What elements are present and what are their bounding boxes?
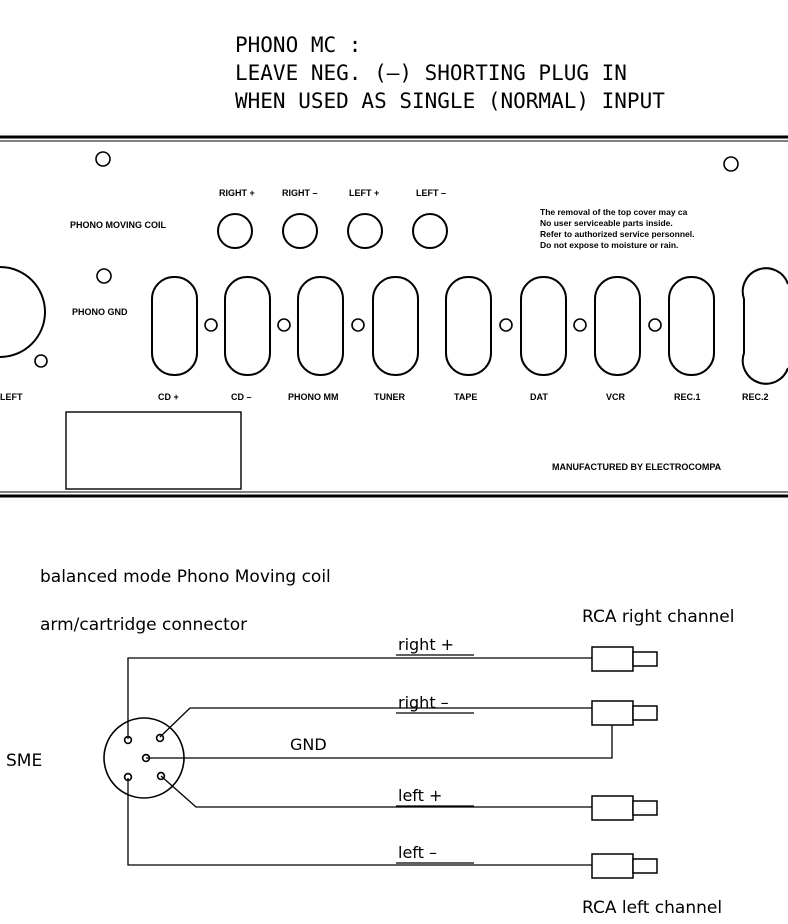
warning-line-3: Refer to authorized service personnel. bbox=[540, 229, 694, 239]
input-jack-cd-minus bbox=[224, 276, 271, 376]
header-line-3: WHEN USED AS SINGLE (NORMAL) INPUT bbox=[235, 89, 665, 113]
input-label-dat: DAT bbox=[530, 392, 548, 402]
input-label-rec2: REC.2 bbox=[742, 392, 769, 402]
mc-terminal-right-plus bbox=[217, 213, 253, 249]
sme-pin-gnd bbox=[141, 753, 151, 763]
wiring-title-2: arm/cartridge connector bbox=[40, 615, 247, 635]
rca-plug-right-2 bbox=[591, 700, 658, 726]
input-label-rec1: REC.1 bbox=[674, 392, 701, 402]
input-jack-tuner bbox=[372, 276, 419, 376]
wire-label-left-plus: left + bbox=[398, 786, 442, 805]
manufacturer-label: MANUFACTURED BY ELECTROCOMPA bbox=[552, 462, 722, 472]
rca-plug-right-1 bbox=[591, 646, 658, 672]
input-jack-vcr bbox=[594, 276, 641, 376]
mc-terminal-right-minus bbox=[282, 213, 318, 249]
phono-moving-coil-label: PHONO MOVING COIL bbox=[70, 220, 167, 230]
mc-label-right-plus: RIGHT + bbox=[219, 188, 255, 198]
wire-label-right-minus: right – bbox=[398, 693, 449, 712]
wire-label-right-plus: right + bbox=[398, 635, 454, 654]
wiring-lines bbox=[127, 654, 613, 866]
mc-label-left-plus: LEFT + bbox=[349, 188, 379, 198]
mounting-hole bbox=[95, 151, 111, 167]
input-label-tape: TAPE bbox=[454, 392, 477, 402]
rca-plug-left-1 bbox=[591, 795, 658, 821]
input-jack-rec2 bbox=[741, 267, 788, 385]
label-plate bbox=[65, 411, 242, 490]
rca-right-label: RCA right channel bbox=[582, 607, 735, 627]
rca-left-label: RCA left channel bbox=[582, 898, 722, 918]
mc-label-left-minus: LEFT – bbox=[416, 188, 446, 198]
mounting-hole bbox=[723, 156, 739, 172]
input-jack-phono-mm bbox=[297, 276, 344, 376]
input-jack-rec1 bbox=[668, 276, 715, 376]
input-label-cd-plus: CD + bbox=[158, 392, 179, 402]
wire-label-gnd: GND bbox=[290, 735, 327, 754]
input-jack-dat bbox=[520, 276, 567, 376]
rear-panel bbox=[0, 135, 788, 498]
mc-terminal-left-plus bbox=[347, 213, 383, 249]
sme-pin-left-minus bbox=[123, 772, 133, 782]
input-label-cd-minus: CD – bbox=[231, 392, 252, 402]
input-label-phono-mm: PHONO MM bbox=[288, 392, 339, 402]
sme-pin-right-plus bbox=[123, 735, 133, 745]
header-line-2: LEAVE NEG. (–) SHORTING PLUG IN bbox=[235, 61, 627, 85]
header-line-1: PHONO MC : bbox=[235, 33, 361, 57]
sme-pin-left-plus bbox=[156, 771, 166, 781]
input-jack-cd-plus bbox=[151, 276, 198, 376]
warning-line-4: Do not expose to moisture or rain. bbox=[540, 240, 678, 250]
phono-gnd-label: PHONO GND bbox=[72, 307, 128, 317]
warning-line-1: The removal of the top cover may ca bbox=[540, 207, 688, 217]
phono-gnd-terminal bbox=[96, 268, 112, 284]
wire-label-left-minus: left – bbox=[398, 843, 437, 862]
left-label: LEFT bbox=[0, 392, 23, 402]
warning-line-2: No user serviceable parts inside. bbox=[540, 218, 673, 228]
sme-label: SME bbox=[6, 751, 42, 771]
input-label-tuner: TUNER bbox=[374, 392, 405, 402]
sme-pin-right-minus bbox=[155, 733, 165, 743]
left-connector bbox=[0, 266, 46, 358]
mc-label-right-minus: RIGHT – bbox=[282, 188, 318, 198]
mc-terminal-left-minus bbox=[412, 213, 448, 249]
rca-plug-left-2 bbox=[591, 853, 658, 879]
wiring-title-1: balanced mode Phono Moving coil bbox=[40, 567, 331, 587]
input-label-vcr: VCR bbox=[606, 392, 626, 402]
input-jack-tape bbox=[445, 276, 492, 376]
sme-connector bbox=[103, 717, 185, 799]
